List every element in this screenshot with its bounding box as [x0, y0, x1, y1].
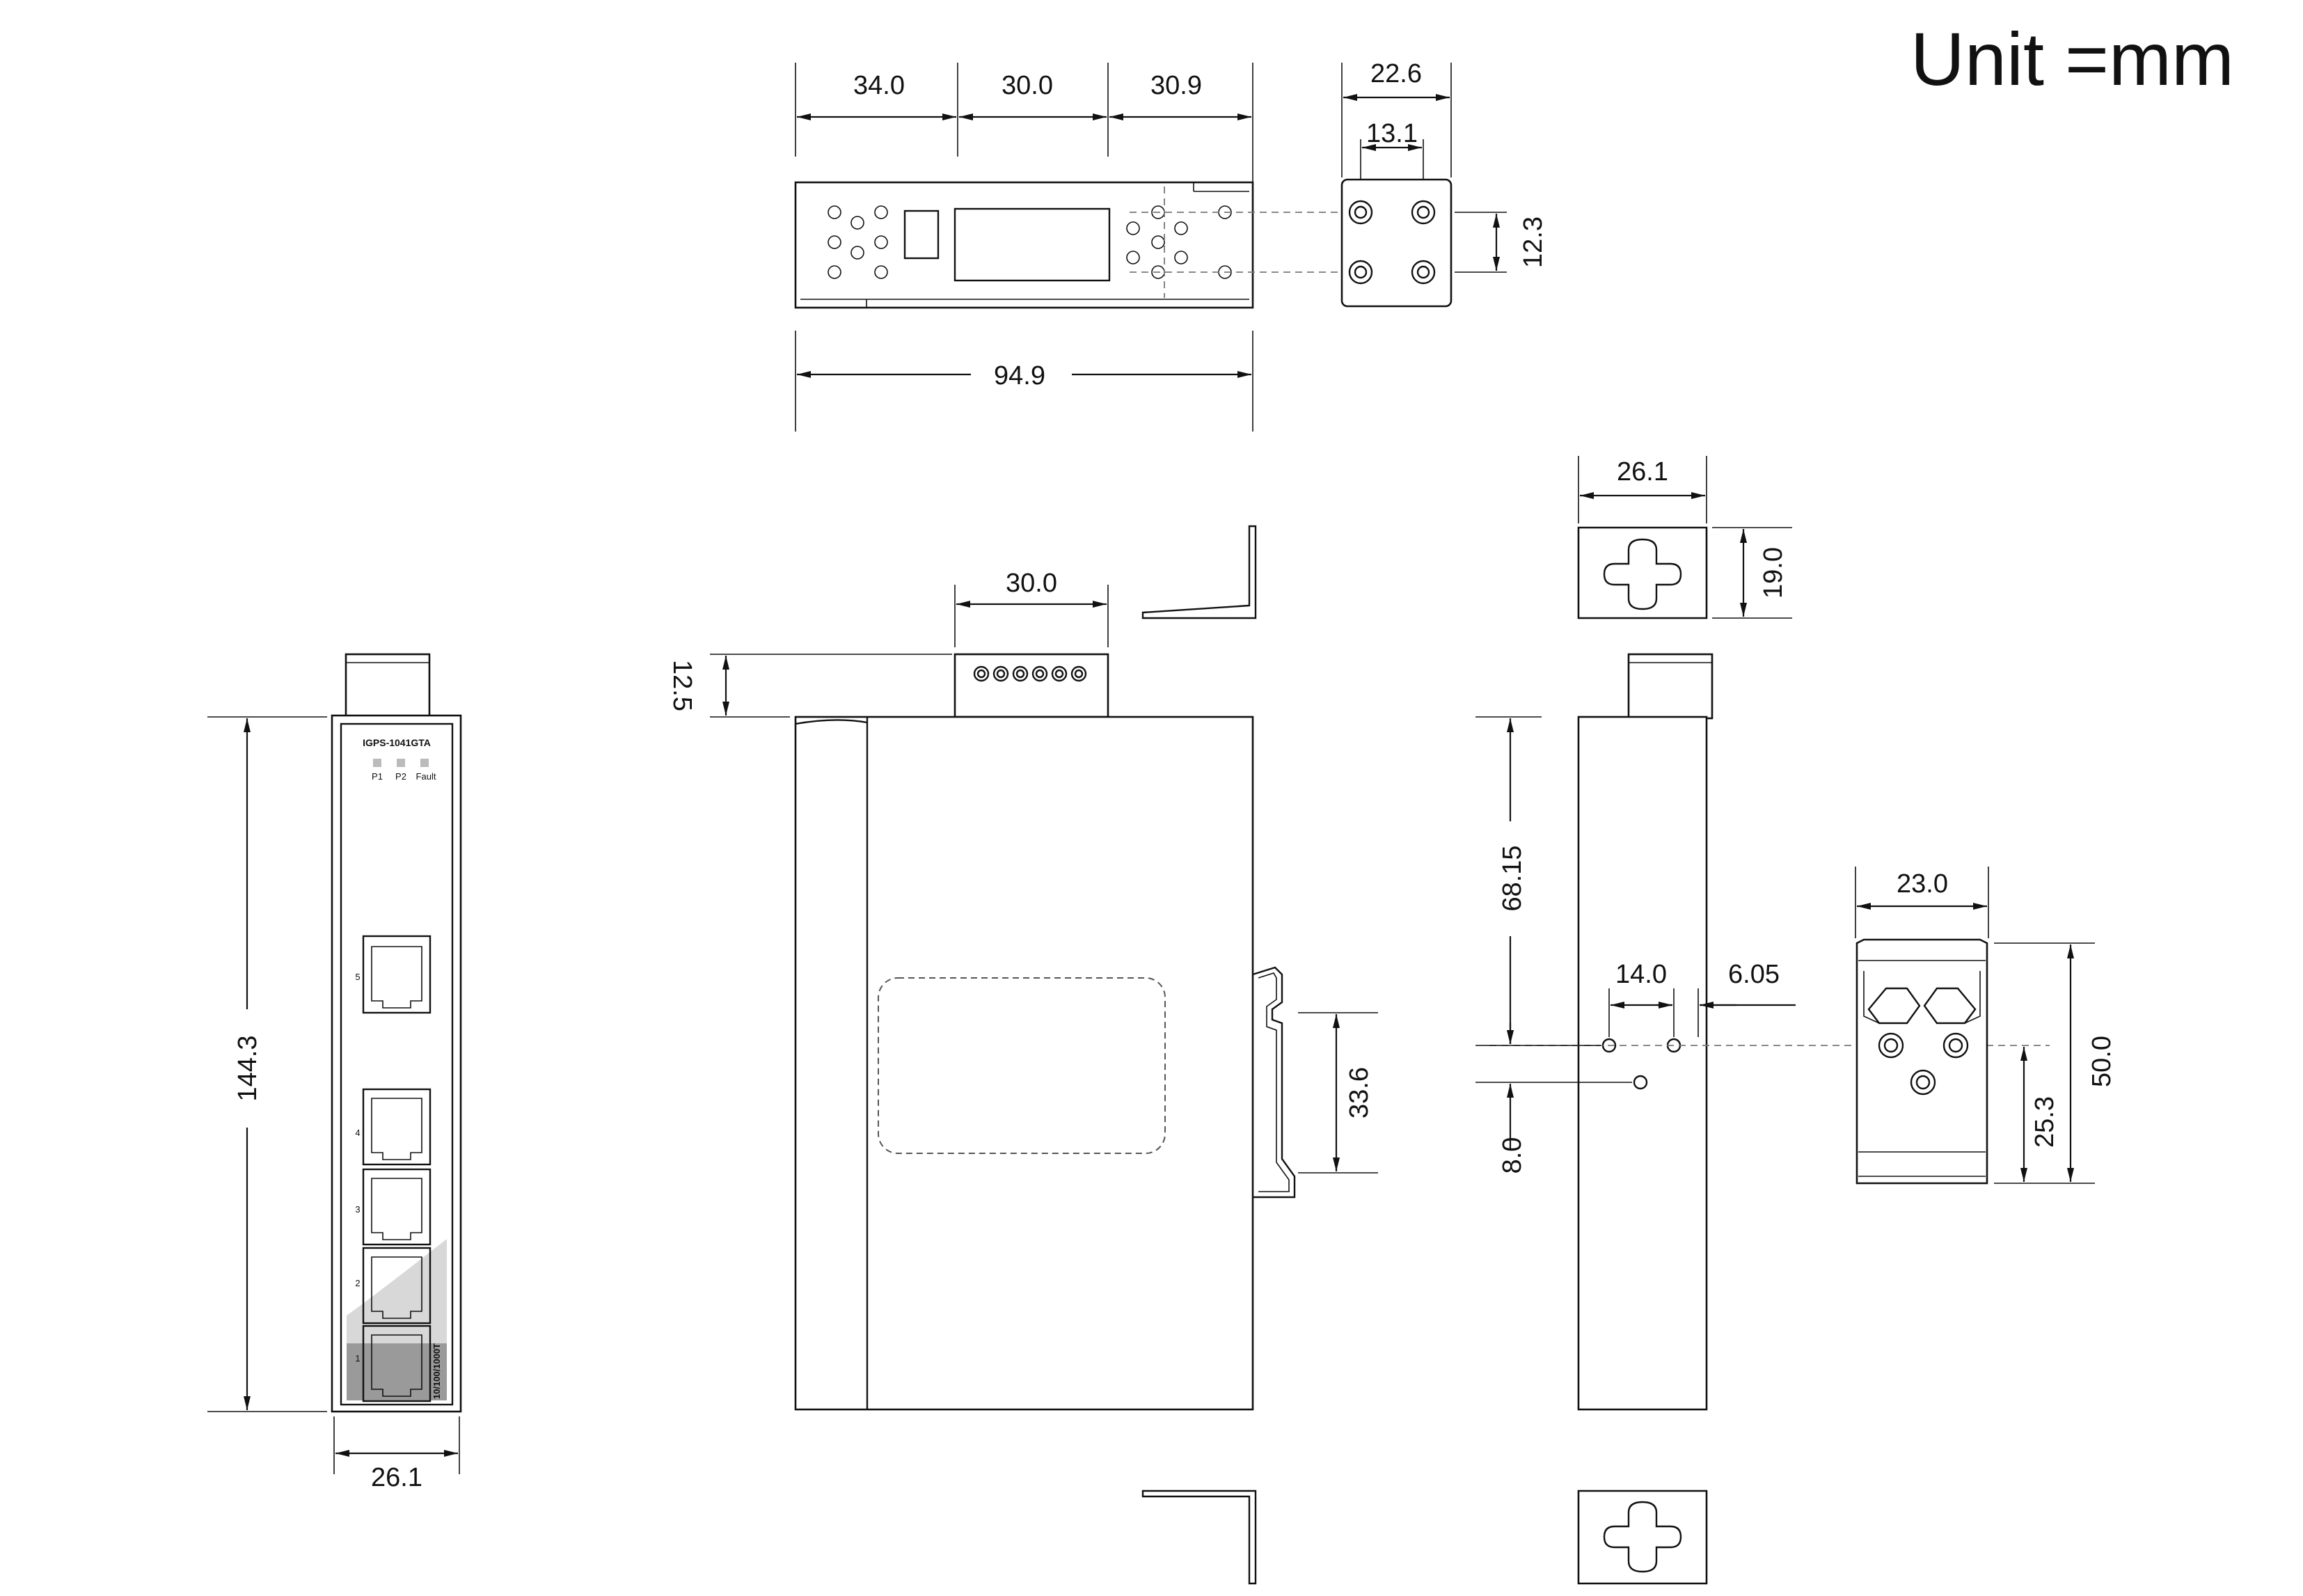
front-view: IGPS-1041GTA P1 P2 Fault 5 4 3 2 — [207, 653, 462, 1492]
rj45-port-5: 5 — [355, 935, 432, 1014]
vent-holes-left — [828, 205, 888, 279]
rj45-port-3: 3 — [355, 1168, 432, 1246]
side-view: 30.0 12.5 33.6 — [667, 525, 1378, 1585]
dim-side-upper: 68.15 — [1498, 845, 1527, 911]
unit-label: Unit =mm — [1910, 17, 2234, 101]
dim-bracket-pitch: 13.1 — [1366, 119, 1418, 148]
dim-top-seg-1: 34.0 — [853, 71, 905, 100]
dim-top-seg-2: 30.0 — [1002, 71, 1053, 100]
dim-side-lower: 8.0 — [1498, 1137, 1527, 1174]
port-label-4: 4 — [355, 1128, 360, 1138]
dim-wallmount-height: 19.0 — [1759, 547, 1788, 599]
dim-din-height: 50.0 — [2087, 1036, 2116, 1087]
port-label-5: 5 — [355, 972, 360, 982]
dim-din-clip-height: 33.6 — [1345, 1067, 1374, 1119]
port-label-2: 2 — [355, 1278, 360, 1288]
rj45-port-2: 2 — [355, 1247, 432, 1325]
dim-front-height: 144.3 — [233, 1035, 262, 1101]
dim-din-width: 23.0 — [1897, 869, 1948, 899]
rj45-port-4: 4 — [355, 1088, 432, 1166]
port-label-1: 1 — [355, 1353, 360, 1364]
port-label-3: 3 — [355, 1204, 360, 1215]
dim-terminal-height: 12.5 — [667, 660, 697, 711]
dim-wallmount-width: 26.1 — [1617, 457, 1668, 487]
dim-din-lower: 25.3 — [2030, 1096, 2059, 1148]
led-label-p1: P1 — [372, 771, 383, 782]
rj45-port-1: 1 — [355, 1325, 432, 1403]
dim-hole-pitch: 14.0 — [1615, 960, 1667, 989]
top-view-body — [794, 181, 1254, 309]
rear-view: 26.1 19.0 68.15 8.0 14. — [1475, 456, 2050, 1585]
device-model-label: IGPS-1041GTA — [363, 737, 431, 748]
dim-bracket-width: 22.6 — [1370, 59, 1422, 88]
dim-terminal-width: 30.0 — [1006, 569, 1057, 598]
dim-top-total: 94.9 — [994, 361, 1045, 390]
led-label-fault: Fault — [416, 771, 436, 782]
bracket-view: 22.6 13.1 12.3 — [1340, 59, 1548, 308]
dim-bracket-height: 12.3 — [1519, 216, 1548, 268]
terminal-screws — [973, 665, 1087, 682]
dim-front-width: 26.1 — [371, 1463, 422, 1492]
top-view: 34.0 30.0 30.9 — [794, 63, 1340, 432]
dim-hole-offset: 6.05 — [1728, 960, 1780, 989]
led-label-p2: P2 — [395, 771, 406, 782]
dim-top-seg-3: 30.9 — [1150, 71, 1202, 100]
speed-label: 10/100/1000T — [432, 1343, 442, 1399]
din-clip-view: 23.0 50.0 25.3 — [1855, 867, 2116, 1185]
